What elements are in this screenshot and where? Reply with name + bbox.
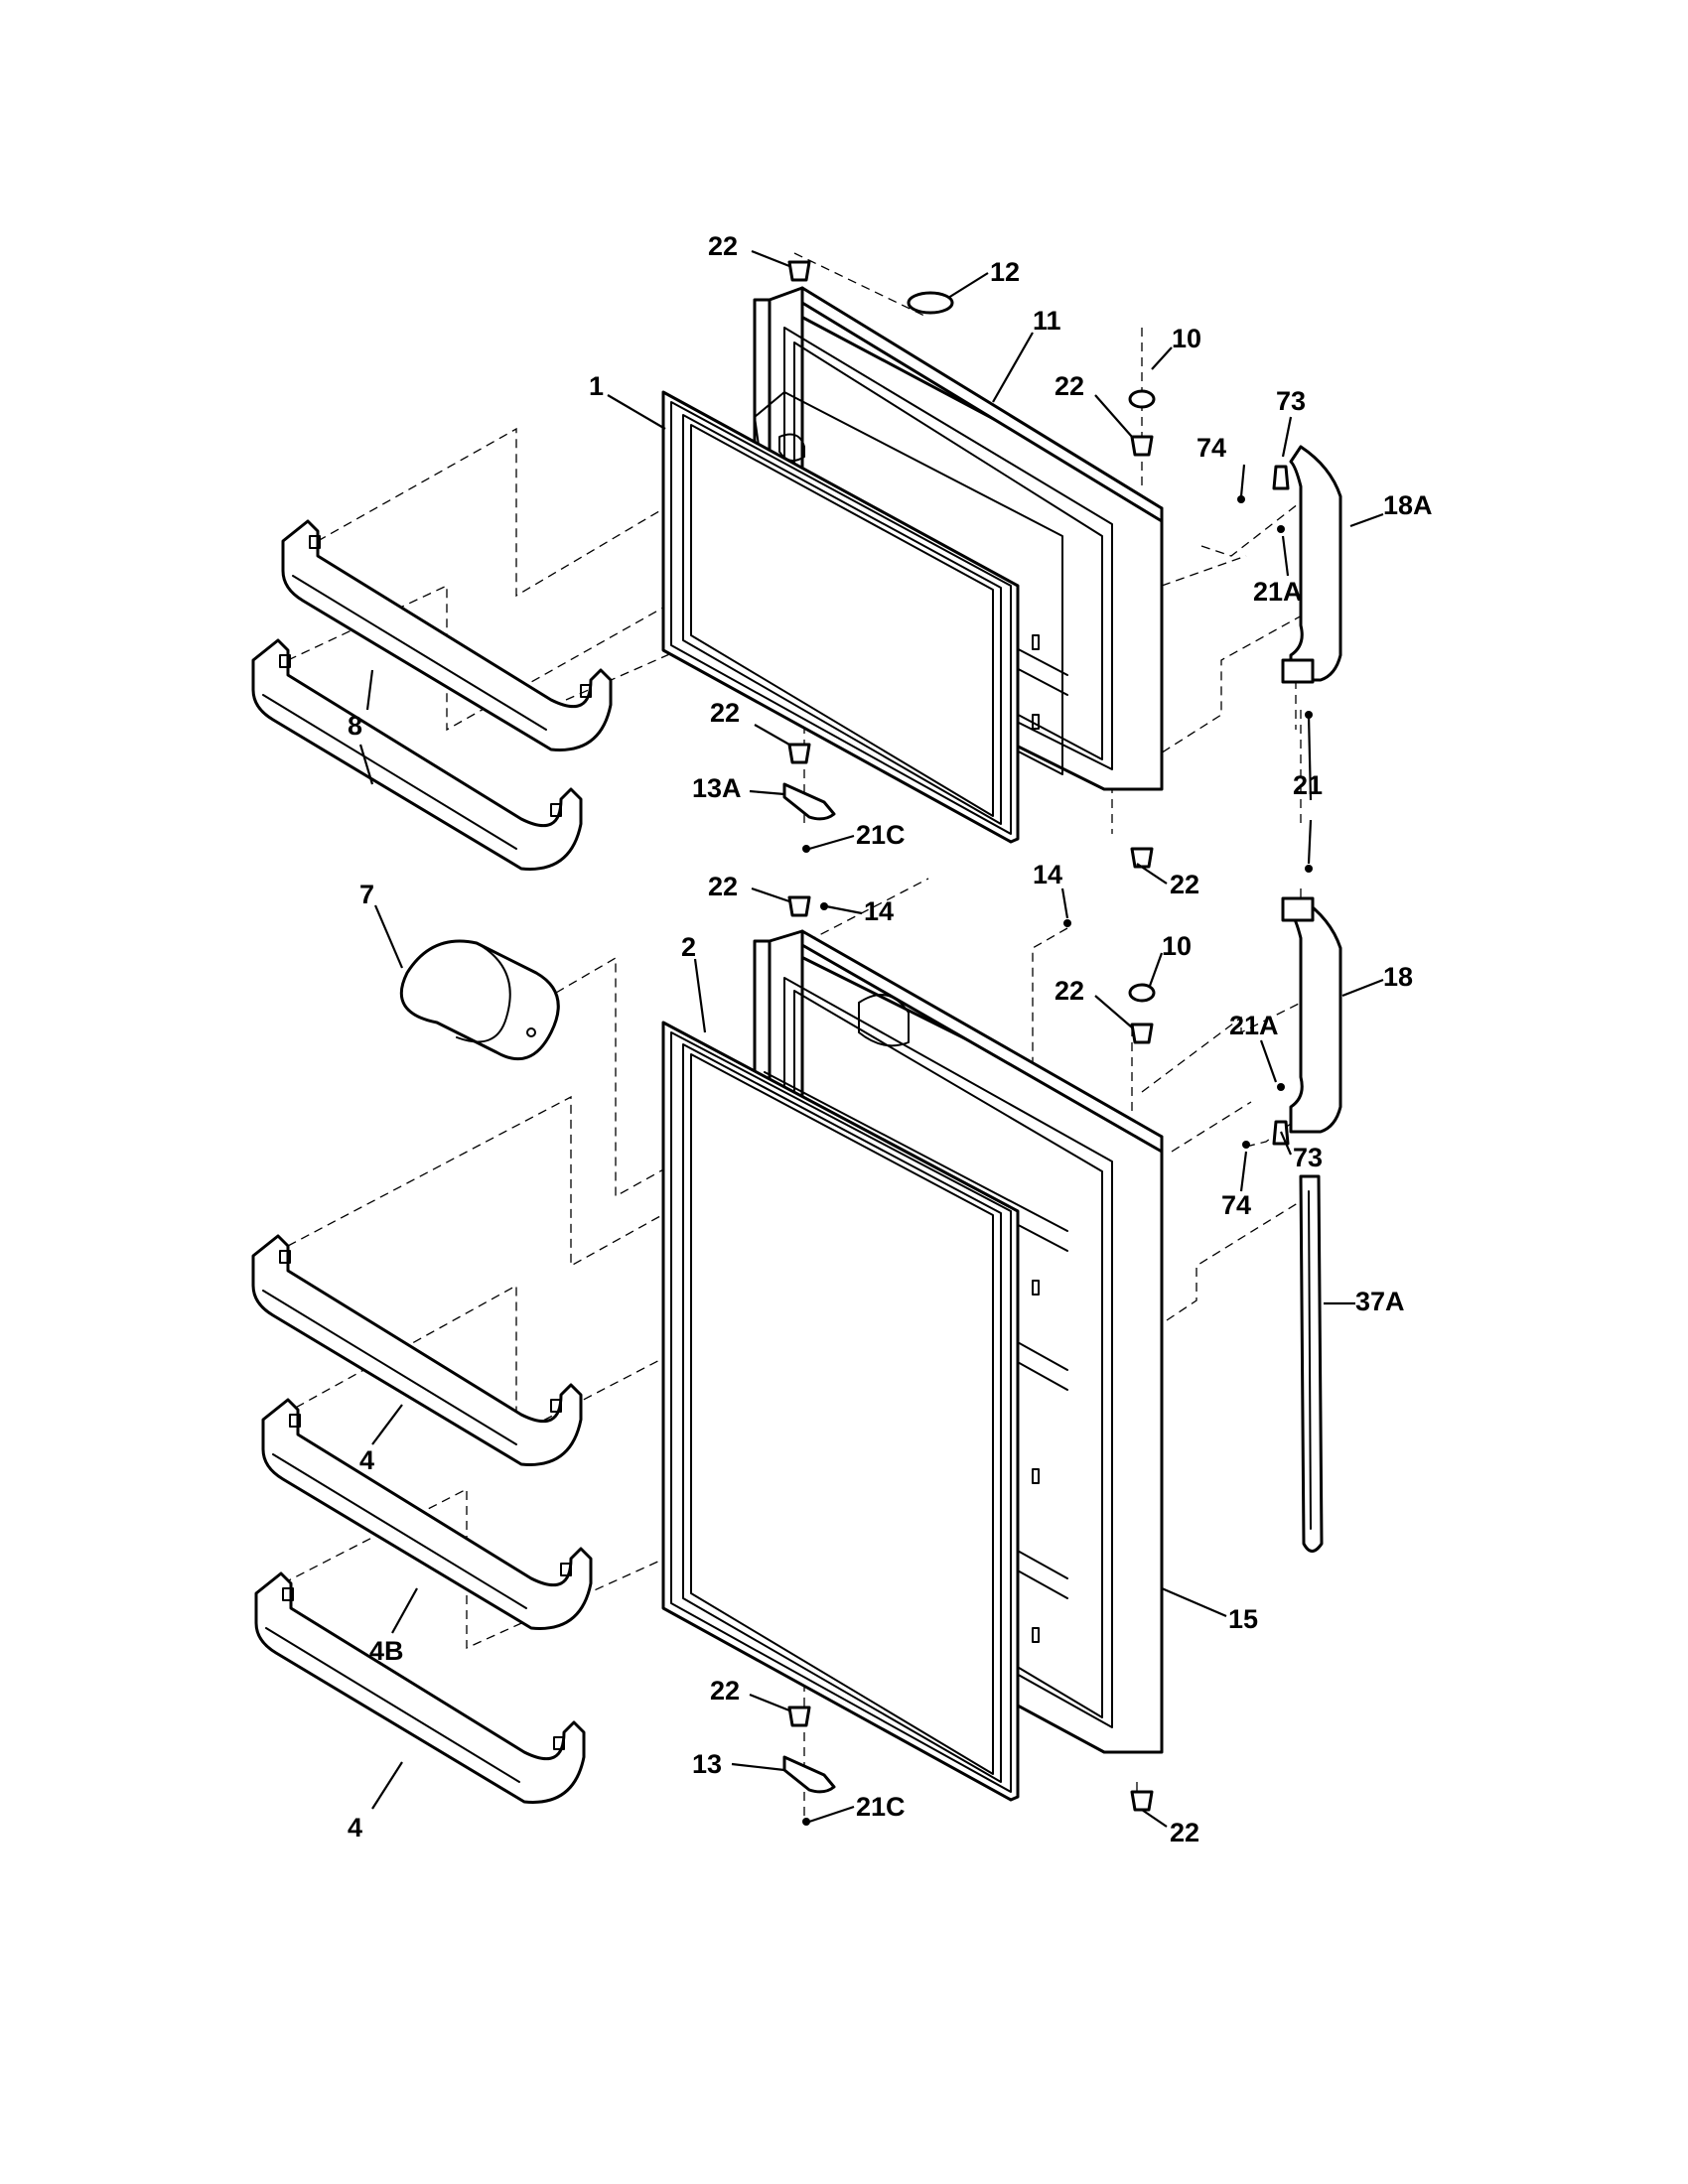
callout-15: 15 xyxy=(1228,1604,1258,1634)
callout-22-d: 22 xyxy=(1170,870,1199,899)
door-stop-37A xyxy=(1299,1174,1324,1553)
callout-18: 18 xyxy=(1383,962,1413,992)
callout-11: 11 xyxy=(1033,306,1061,336)
fresh-food-gasket-2 xyxy=(661,1021,1020,1802)
callout-12: 12 xyxy=(990,257,1020,287)
callout-22-e: 22 xyxy=(708,872,738,901)
callout-21A-a: 21A xyxy=(1253,577,1303,607)
callout-73-b: 73 xyxy=(1293,1143,1323,1172)
freezer-handle-18A xyxy=(1281,445,1342,684)
leader-lines xyxy=(358,249,1384,1828)
freezer-shelf-lower xyxy=(251,638,583,871)
callout-21: 21 xyxy=(1293,770,1323,800)
callout-73-a: 73 xyxy=(1276,386,1306,416)
callout-10-a: 10 xyxy=(1172,324,1201,353)
callout-22-c: 22 xyxy=(710,698,740,728)
callout-2: 2 xyxy=(681,932,696,962)
callout-22-h: 22 xyxy=(1170,1818,1199,1847)
callout-14-b: 14 xyxy=(864,896,894,926)
callout-13: 13 xyxy=(692,1749,722,1779)
callout-21C-b: 21C xyxy=(856,1792,906,1822)
door-shelf-4-lower xyxy=(254,1571,586,1804)
freezer-shelf-upper xyxy=(281,519,613,751)
callout-22-f: 22 xyxy=(1055,976,1084,1006)
callout-4-a: 4 xyxy=(359,1445,374,1475)
callout-14-a: 14 xyxy=(1033,860,1062,889)
callout-1: 1 xyxy=(589,371,604,401)
freezer-gasket-1 xyxy=(661,390,1020,844)
door-shelf-4-upper xyxy=(251,1234,583,1466)
callout-22-g: 22 xyxy=(710,1676,740,1706)
callout-22-a: 22 xyxy=(708,231,738,261)
callout-10-b: 10 xyxy=(1162,931,1192,961)
hinge-pins-and-screws xyxy=(782,260,1313,1826)
callout-7: 7 xyxy=(359,880,374,909)
callout-13A: 13A xyxy=(692,773,742,803)
callout-74-b: 74 xyxy=(1221,1190,1251,1220)
callout-4B: 4B xyxy=(369,1636,404,1666)
callout-37A: 37A xyxy=(1355,1287,1405,1316)
callout-18A: 18A xyxy=(1383,490,1433,520)
callout-4-b: 4 xyxy=(348,1813,362,1843)
callout-22-b: 22 xyxy=(1055,371,1084,401)
dairy-compartment-7 xyxy=(399,939,560,1061)
callout-8: 8 xyxy=(348,711,362,741)
callout-21C-a: 21C xyxy=(856,820,906,850)
callout-74-a: 74 xyxy=(1196,433,1226,463)
door-shelf-4B xyxy=(261,1398,593,1630)
callout-labels: 22 12 11 10 22 1 73 74 18A 21A 8 22 13A … xyxy=(348,231,1433,1847)
fresh-food-handle-18 xyxy=(1281,896,1342,1134)
callout-21A-b: 21A xyxy=(1229,1011,1279,1040)
